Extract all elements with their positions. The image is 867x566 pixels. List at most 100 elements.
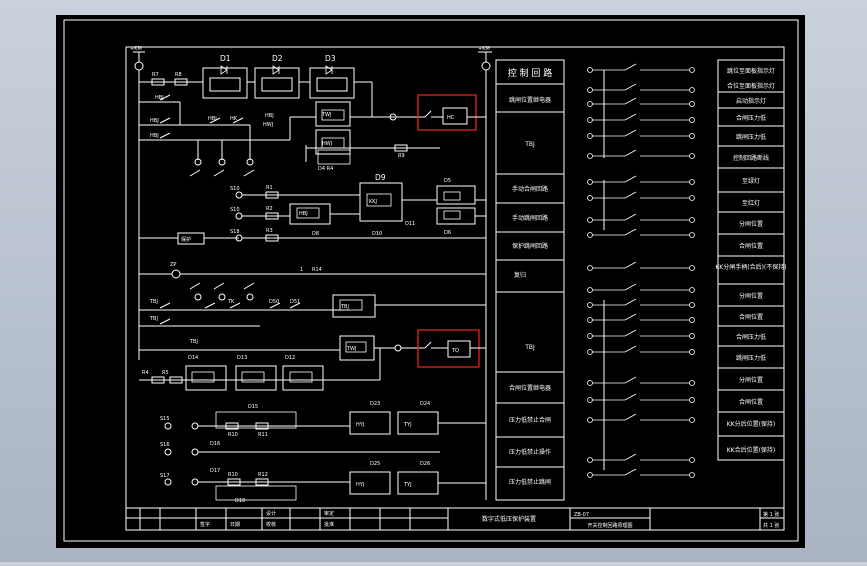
terminal-left-16 (587, 380, 593, 386)
svg-text:R1: R1 (266, 185, 273, 191)
relay-block-1 (202, 67, 248, 99)
terminal-left-10 (587, 265, 593, 271)
diode-d3-label: D3 (325, 54, 336, 63)
svg-text:HWJ: HWJ (322, 141, 332, 147)
svg-text:S17: S17 (160, 473, 170, 479)
output-label-15: 分闸位置 (739, 376, 763, 384)
diode-d2-label: D2 (272, 54, 283, 63)
terminal-left-9 (587, 232, 593, 238)
title-block: 设计 校核 审定 批准 签字 日期 数字式低压保护装置 ZB-07 开关控制回路… (126, 507, 784, 530)
svg-text:R5: R5 (162, 370, 169, 376)
output-label-column: 跳位至面板指示灯合位至面板指示灯启动指示灯合闸压力低跳闸压力低控制回路断线至绿灯… (715, 59, 787, 461)
output-label-11: 分闸位置 (739, 292, 763, 300)
svg-text:R10: R10 (228, 432, 238, 438)
terminal-right-20 (689, 472, 695, 478)
terminal-right-19 (689, 457, 695, 463)
terminal-right-0 (689, 67, 695, 73)
coil-hc-label: HC (447, 115, 455, 121)
tb-cell-0: 设计 (266, 510, 276, 517)
mid-label-8: 压力低禁止合闸 (509, 416, 551, 424)
relay-block-d9 (359, 182, 403, 222)
svg-text:HYJ: HYJ (356, 482, 364, 488)
svg-text:S10: S10 (230, 207, 240, 213)
relay-hwj-top (315, 101, 351, 127)
svg-text:HBJ: HBJ (155, 95, 164, 101)
svg-text:R12: R12 (258, 472, 268, 478)
terminal-left-15 (587, 349, 593, 355)
svg-text:D18: D18 (235, 498, 245, 504)
svg-text:D11: D11 (405, 221, 415, 227)
diode-d2 (272, 65, 280, 75)
supply-left-label: +KM (130, 46, 142, 52)
terminal-right-13 (689, 317, 695, 323)
terminal-right-2 (689, 101, 695, 107)
terminal-right-4 (689, 133, 695, 139)
title-block-drawing-no: ZB-07 (574, 512, 589, 518)
svg-text:D17: D17 (210, 468, 220, 474)
terminal-left-17 (587, 397, 593, 403)
svg-text:TBJ: TBJ (189, 339, 198, 345)
svg-text:KKJ: KKJ (369, 199, 377, 205)
relay-block-tbj-lower (332, 294, 376, 318)
terminal-right-16 (689, 380, 695, 386)
svg-text:D25: D25 (370, 461, 380, 467)
svg-text:D13: D13 (237, 355, 247, 361)
svg-text:HBJ: HBJ (150, 118, 159, 124)
coil-tq (447, 340, 471, 358)
svg-text:ZP: ZP (170, 262, 176, 268)
output-label-2: 启动指示灯 (736, 97, 766, 105)
diode-d1 (220, 65, 228, 75)
output-label-6: 至绿灯 (742, 177, 760, 185)
svg-text:TBJ: TBJ (340, 304, 349, 310)
right-contact-network (587, 63, 695, 478)
mid-label-1: TBJ (524, 141, 535, 148)
terminal-left-6 (587, 179, 593, 185)
title-block-sheet-no: 第 1 张 (763, 511, 779, 518)
terminal-right-11 (689, 287, 695, 293)
terminal-left-0 (587, 67, 593, 73)
svg-text:R11: R11 (258, 432, 268, 438)
svg-text:S18: S18 (230, 229, 240, 235)
output-label-0: 跳位至面板指示灯 (727, 67, 775, 75)
output-label-17: KK分后位置(保持) (727, 420, 776, 428)
svg-text:HBJ: HBJ (299, 211, 308, 217)
resistor-r8 (174, 78, 188, 86)
svg-text:TYJ: TYJ (403, 482, 412, 488)
svg-text:R7: R7 (152, 72, 159, 78)
terminal-right-9 (689, 232, 695, 238)
output-label-9: 合闸位置 (739, 242, 763, 250)
title-block-main-title: 数字式低压保护装置 (482, 515, 536, 523)
mid-label-7: 合闸位置继电器 (509, 384, 551, 392)
outer-frame (63, 19, 799, 542)
svg-text:R14: R14 (312, 267, 322, 273)
mid-label-2: 手动合闸回路 (512, 185, 548, 193)
output-label-10: KK分闸手柄(合后)(不保持) (715, 263, 786, 271)
svg-text:TWJ: TWJ (346, 346, 356, 352)
terminal-left-5 (587, 153, 593, 159)
tb-cell-4: 签字 (200, 521, 210, 528)
tb-cell-1: 校核 (266, 521, 276, 528)
svg-text:HBJ: HBJ (265, 113, 274, 119)
relay-block-2 (254, 67, 300, 99)
mid-label-3: 手动跳闸回路 (512, 214, 548, 222)
svg-text:R2: R2 (266, 206, 273, 212)
output-label-4: 跳闸压力低 (736, 133, 766, 141)
mid-label-9: 压力低禁止操作 (509, 448, 551, 456)
left-schematic: +KM R7 R8 D1 D2 D3 HBJ HBJ HBJ (130, 46, 492, 504)
svg-text:D23: D23 (370, 401, 380, 407)
terminal-left-4 (587, 133, 593, 139)
output-label-13: 合闸压力低 (736, 333, 766, 341)
output-label-8: 分闸位置 (739, 220, 763, 228)
svg-text:TBJ: TBJ (149, 299, 158, 305)
svg-text:HWJ: HWJ (263, 122, 273, 128)
output-label-12: 合闸位置 (739, 313, 763, 321)
resistor-r1 (265, 191, 279, 199)
svg-text:R8: R8 (175, 72, 182, 78)
svg-text:TWJ: TWJ (321, 112, 331, 118)
mid-label-0: 跳闸位置继电器 (509, 96, 551, 104)
terminal-left-12 (587, 302, 593, 308)
terminal-right-6 (689, 179, 695, 185)
supply-right-label: +KM (478, 46, 490, 52)
svg-text:HBJ: HBJ (208, 116, 217, 122)
svg-text:D50: D50 (269, 299, 279, 305)
